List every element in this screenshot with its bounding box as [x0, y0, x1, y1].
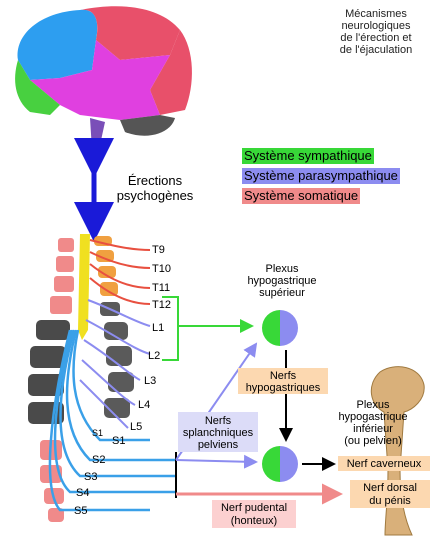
label-S1-small: S1 — [92, 428, 103, 438]
title-line3: de l'érection et — [340, 32, 412, 44]
nerfs-hypo-line2: hypogastriques — [246, 382, 321, 394]
plexus-inf-line1: Plexus — [356, 399, 390, 411]
brain-cerebellum — [120, 115, 175, 136]
label-L4: L4 — [138, 399, 150, 411]
arrow-label-line1: Érections — [128, 173, 183, 188]
label-T12: T12 — [152, 299, 171, 311]
plexus-inf-line3: inférieur — [353, 423, 393, 435]
sacral-nerves — [48, 329, 175, 512]
brain-parietal-lobe — [80, 6, 180, 60]
label-L3: L3 — [144, 375, 156, 387]
legend-somatic: Système somatique — [242, 188, 361, 204]
title-line1: Mécanismes — [345, 8, 407, 20]
label-L2: L2 — [148, 350, 160, 362]
plexus-inf-line4: (ou pelvien) — [344, 435, 401, 447]
legend-parasympathetic: Système parasympathique — [242, 168, 400, 184]
label-S2: S2 — [92, 454, 105, 466]
label-T10: T10 — [152, 263, 171, 275]
penis-illustration — [370, 366, 425, 536]
label-S4: S4 — [76, 487, 89, 499]
spine — [28, 234, 134, 522]
sympathetic-bracket — [162, 296, 254, 361]
brain-stem — [90, 118, 105, 150]
nerfs-hypo-bg — [238, 368, 328, 394]
diagram-title: Mécanismes neurologiques de l'érection e… — [316, 8, 436, 56]
nerf-pudental-bg — [212, 500, 296, 528]
label-L5: L5 — [130, 421, 142, 433]
brain-occipital-lobe — [150, 30, 192, 115]
nerfs-hypo-line1: Nerfs — [270, 370, 297, 382]
vertebra-labels: T9 T10 T11 T12 L1 L2 L3 L4 L5 S1 S1 S2 S… — [74, 244, 171, 517]
label-S5: S5 — [74, 505, 87, 517]
nerf-dorsal-bg — [350, 480, 430, 508]
nerf-caverneux-label: Nerf caverneux — [347, 458, 422, 470]
nerf-dorsal-line1: Nerf dorsal — [363, 482, 417, 494]
arrow-label-line2: psychogènes — [117, 188, 194, 203]
brain-illustration — [15, 6, 192, 150]
brain-temporal-lobe — [30, 40, 170, 120]
lumbar-nerves — [79, 299, 151, 429]
nerf-dorsal-line2: du pénis — [369, 495, 411, 507]
nerfs-splanch-line1: Nerfs — [205, 415, 232, 427]
label-S1: S1 — [112, 435, 125, 447]
title-line2: neurologiques — [341, 20, 411, 32]
spinal-cord — [78, 234, 90, 340]
inferior-plexus-node — [262, 446, 298, 482]
thoracic-nerves — [89, 239, 151, 305]
plexus-sup-line1: Plexus — [265, 263, 299, 275]
legend-sympathetic: Système sympathique — [242, 148, 374, 164]
nerf-pudental-line1: Nerf pudental — [221, 502, 287, 514]
label-S3: S3 — [84, 471, 97, 483]
label-T11: T11 — [152, 282, 170, 294]
brain-prefrontal — [15, 60, 60, 115]
brain-frontal-lobe — [17, 9, 98, 80]
vertebral-bodies-gray — [28, 320, 70, 424]
plexus-sup-line2: hypogastrique — [247, 275, 316, 287]
title-line4: de l'éjaculation — [339, 44, 413, 56]
nerfs-splanch-line2: splanchniques — [183, 427, 254, 439]
superior-plexus-node — [262, 310, 298, 346]
nerf-pudental-line2: (honteux) — [231, 515, 277, 527]
label-L1: L1 — [152, 322, 164, 334]
plexus-inf-line2: hypogastrique — [338, 411, 407, 423]
nerfs-splanch-line3: pelviens — [198, 439, 239, 451]
plexus-sup-line3: supérieur — [259, 287, 305, 299]
nerf-caverneux-bg — [338, 456, 430, 471]
nerfs-splanch-bg — [178, 412, 258, 452]
label-T9: T9 — [152, 244, 165, 256]
